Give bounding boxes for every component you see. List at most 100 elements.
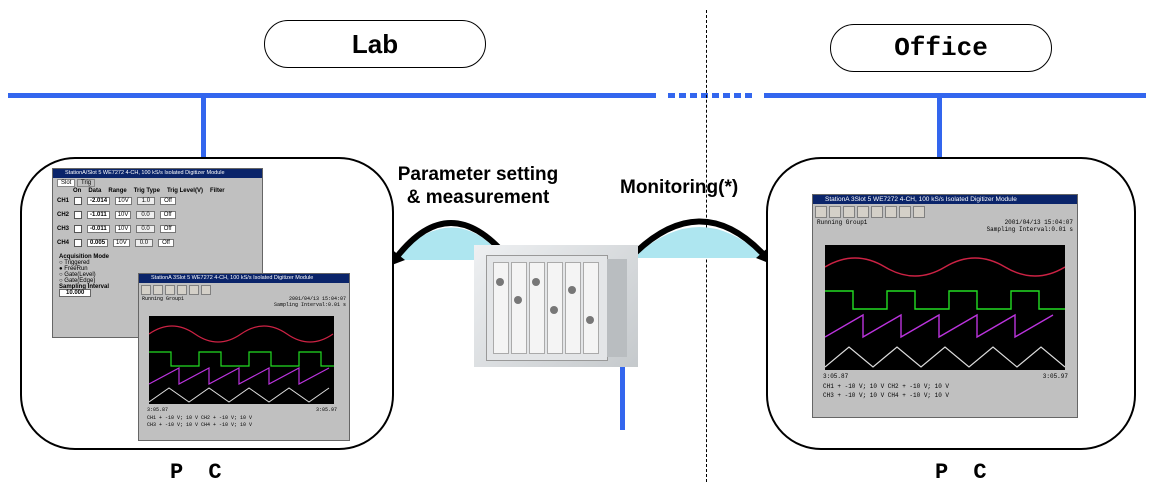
- toolbar-button[interactable]: [815, 206, 827, 218]
- toolbar-button[interactable]: [165, 285, 175, 295]
- network-line-dotted: [668, 93, 756, 98]
- settings-header-row: On Data Range Trig Type Trig Level(V) Fi…: [53, 188, 262, 194]
- channel-label: CH3: [57, 226, 70, 232]
- legend-line: CH1 + -10 V; 10 V CH2 + -10 V; 10 V: [823, 383, 950, 390]
- channel-filter[interactable]: Off: [159, 225, 176, 233]
- channel-data: -1.011: [87, 211, 110, 219]
- device-side: [607, 259, 627, 357]
- monitor-date: 2001/04/13 15:04:07: [1004, 219, 1073, 226]
- header-trig-level: Trig Level(V): [166, 188, 203, 194]
- channel-range[interactable]: 10V: [114, 211, 132, 219]
- tab-slot[interactable]: Slot: [57, 179, 76, 187]
- time-axis: 3:05.87 3:05.97: [823, 373, 1068, 380]
- pc-lab-label: P C: [170, 460, 228, 485]
- header-range: Range: [108, 188, 127, 194]
- time-end: 3:05.97: [1042, 373, 1068, 380]
- device-module: [529, 262, 545, 354]
- acq-option-label: Triggered: [64, 260, 90, 266]
- channel-checkbox[interactable]: [74, 211, 83, 219]
- channel-range[interactable]: 10V: [115, 197, 132, 205]
- interval-input[interactable]: 10.000: [59, 289, 92, 297]
- channel-checkbox[interactable]: [74, 197, 83, 205]
- device-connector: [514, 296, 522, 304]
- monitor-toolbar: [139, 283, 349, 296]
- time-start: 3:05.87: [147, 407, 169, 413]
- param-annotation: Parameter setting & measurement: [378, 163, 578, 209]
- channel-row: CH4 0.005 10V 0.0 Off: [53, 236, 262, 250]
- trace-ch1: [825, 257, 1065, 277]
- device-connector: [586, 316, 594, 324]
- digitizer-device: [474, 245, 638, 367]
- tab-trig[interactable]: Trig: [77, 179, 96, 187]
- network-line-left: [8, 93, 656, 98]
- cloud-right: [633, 227, 765, 258]
- channel-filter[interactable]: Off: [160, 197, 176, 205]
- channel-label: CH4: [57, 240, 70, 246]
- toolbar-button[interactable]: [885, 206, 897, 218]
- network-drop-left: [201, 95, 206, 157]
- channel-trig-level[interactable]: 1.0: [136, 197, 156, 205]
- acq-option[interactable]: ● FreeRun: [59, 266, 88, 272]
- channel-data: -0.011: [87, 225, 110, 233]
- toolbar-button[interactable]: [153, 285, 163, 295]
- acq-mode-group: Acquisition Mode ○ Triggered ● FreeRun ○…: [53, 250, 262, 300]
- acq-option[interactable]: ○ Gate(Level): [59, 272, 96, 278]
- device-module: [493, 262, 509, 354]
- scope-display: [149, 316, 334, 404]
- trace-ch4: [149, 387, 330, 403]
- arrow-param-setting: [393, 220, 511, 260]
- settings-tabs: Slot Trig: [53, 178, 262, 188]
- settings-window-title: StationA/Slot 5 WE7272 4-CH, 100 kS/s Is…: [53, 169, 262, 178]
- monitor-window-office[interactable]: StationA 3Slot 5 WE7272 4-CH, 100 kS/s I…: [812, 194, 1078, 418]
- channel-row: CH3 -0.011 10V 0.0 Off: [53, 222, 262, 236]
- interval-title: Sampling Interval: [59, 284, 110, 290]
- pc-office-label: P C: [935, 460, 993, 485]
- office-label: Office: [830, 24, 1052, 72]
- toolbar-button[interactable]: [189, 285, 199, 295]
- acq-option[interactable]: ○ Gate(Edge): [59, 278, 96, 284]
- toolbar-button[interactable]: [899, 206, 911, 218]
- toolbar-button[interactable]: [177, 285, 187, 295]
- time-axis: 3:05.87 3:05.97: [147, 407, 337, 413]
- channel-trig-level[interactable]: 0.0: [136, 225, 155, 233]
- monitor-date: 2001/04/13 15:04:07: [288, 296, 346, 302]
- network-drop-device: [620, 366, 625, 430]
- channel-range[interactable]: 10V: [114, 225, 132, 233]
- trace-ch2: [149, 351, 334, 367]
- toolbar-button[interactable]: [871, 206, 883, 218]
- toolbar-button[interactable]: [913, 206, 925, 218]
- toolbar-button[interactable]: [843, 206, 855, 218]
- header-filter: Filter: [209, 188, 225, 194]
- legend-line: CH3 + -10 V; 10 V CH4 + -10 V; 10 V: [823, 392, 950, 399]
- param-line2: & measurement: [406, 187, 550, 208]
- acq-mode-title: Acquisition Mode: [59, 254, 109, 260]
- channel-checkbox[interactable]: [74, 239, 83, 247]
- acq-option[interactable]: ○ Triggered: [59, 260, 90, 266]
- monitor-status-row: Running Group1 2001/04/13 15:04:07: [813, 219, 1077, 226]
- channel-label: CH1: [57, 198, 70, 204]
- device-module: [511, 262, 527, 354]
- channel-checkbox[interactable]: [74, 225, 83, 233]
- toolbar-button[interactable]: [857, 206, 869, 218]
- toolbar-button[interactable]: [141, 285, 151, 295]
- toolbar-button[interactable]: [829, 206, 841, 218]
- channel-filter[interactable]: Off: [158, 239, 174, 247]
- monitor-window-title: StationA 3Slot 5 WE7272 4-CH, 100 kS/s I…: [139, 274, 349, 283]
- monitor-status: Running Group1: [817, 219, 868, 226]
- header-trig-type: Trig Type: [133, 188, 160, 194]
- device-connector: [496, 278, 504, 286]
- trace-ch2: [825, 290, 1065, 310]
- trace-ch4: [825, 346, 1065, 368]
- toolbar-button[interactable]: [201, 285, 211, 295]
- header-on: On: [73, 188, 82, 194]
- monitor-interval: Sampling Interval:0.01 s: [986, 226, 1073, 233]
- monitor-window-lab[interactable]: StationA 3Slot 5 WE7272 4-CH, 100 kS/s I…: [138, 273, 350, 441]
- monitoring-annotation: Monitoring(*): [620, 177, 739, 198]
- channel-trig-level[interactable]: 0.0: [134, 239, 154, 247]
- param-line1: Parameter setting: [397, 164, 559, 185]
- channel-trig-level[interactable]: 0.0: [136, 211, 155, 219]
- channel-filter[interactable]: Off: [159, 211, 176, 219]
- channel-range[interactable]: 10V: [113, 239, 130, 247]
- monitor-toolbar: [813, 204, 1077, 219]
- channel-row: CH2 -1.011 10V 0.0 Off: [53, 208, 262, 222]
